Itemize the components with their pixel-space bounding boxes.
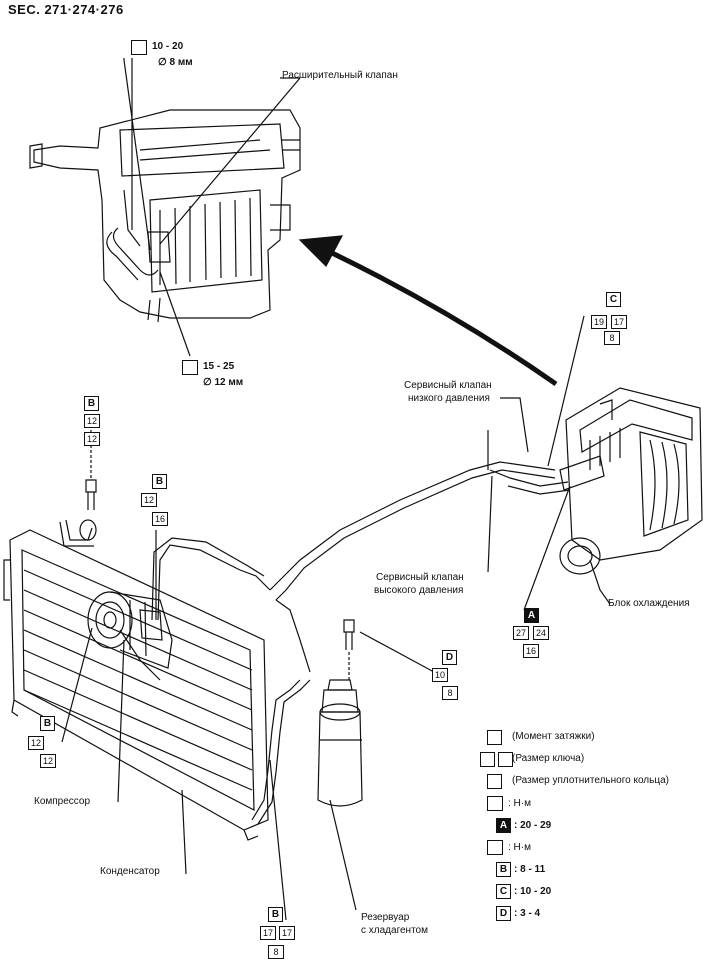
legend-wrench-box xyxy=(480,752,495,767)
bolt-receiver xyxy=(343,619,355,680)
condenser-drawing xyxy=(3,529,269,841)
leader-high-valve xyxy=(487,475,493,573)
callout-b-badge: B xyxy=(84,396,99,411)
callout-c-value: 17 xyxy=(611,315,627,329)
callout-b-badge: B xyxy=(268,907,283,922)
callout-b-value: 8 xyxy=(268,945,284,959)
legend-a-value: : 20 - 29 xyxy=(514,820,552,831)
callout-b-value: 16 xyxy=(152,512,168,526)
callout-d-value: 10 xyxy=(432,668,448,682)
legend-wrench-text: (Размер ключа) xyxy=(512,753,585,764)
compressor-label: Компрессор xyxy=(34,796,91,807)
leader-d xyxy=(359,631,435,673)
callout-a-value: 16 xyxy=(523,644,539,658)
legend-nm: : Н·м xyxy=(508,798,531,809)
receiver-label: с хладагентом xyxy=(361,925,428,936)
condenser-label: Конденсатор xyxy=(100,866,160,877)
leader-c xyxy=(547,315,585,467)
leader-condenser xyxy=(181,789,187,875)
bolt-left xyxy=(85,420,97,510)
legend-nm: : Н·м xyxy=(508,842,531,853)
leader-b3 xyxy=(61,627,93,743)
callout-b-value: 12 xyxy=(40,754,56,768)
torque-wrench-icon xyxy=(182,360,198,375)
refrigerant-lines xyxy=(59,461,571,825)
callout-d-value: 8 xyxy=(442,686,458,700)
callout-c-badge: C xyxy=(606,292,621,307)
low-pressure-valve-label: низкого давления xyxy=(408,393,490,404)
legend-c-badge: C xyxy=(496,884,511,899)
legend-torque-text: (Момент затяжки) xyxy=(512,731,595,742)
section-number: SEC. 271·274·276 xyxy=(8,2,124,17)
legend-a-badge: A xyxy=(496,818,511,833)
torque-value-1: 10 - 20 xyxy=(152,41,184,52)
receiver-drier-drawing xyxy=(317,679,363,807)
legend-wrench-box xyxy=(498,752,513,767)
callout-b-value: 17 xyxy=(279,926,295,940)
callout-b-badge: B xyxy=(40,716,55,731)
callout-b-badge: B xyxy=(152,474,167,489)
leader-b4 xyxy=(269,759,287,921)
legend-d-badge: D xyxy=(496,906,511,921)
callout-a-value: 24 xyxy=(533,626,549,640)
oring-size-2: ∅ 12 мм xyxy=(203,377,244,388)
callout-c-value: 19 xyxy=(591,315,607,329)
low-pressure-valve-label: Сервисный клапан xyxy=(404,380,492,391)
expansion-valve-label: Расширительный клапан xyxy=(282,70,398,81)
legend-b-badge: B xyxy=(496,862,511,877)
callout-b-value: 12 xyxy=(84,414,100,428)
callout-d-badge: D xyxy=(442,650,457,665)
callout-a-badge: A xyxy=(524,608,539,623)
legend-oring-text: (Размер уплотнительного кольца) xyxy=(512,775,669,786)
torque-wrench-icon xyxy=(487,840,503,855)
callout-b-value: 12 xyxy=(84,432,100,446)
callout-a-value: 27 xyxy=(513,626,529,640)
callout-b-value: 12 xyxy=(141,493,157,507)
cooling-unit-label: Блок охлаждения xyxy=(608,598,690,609)
leader-a xyxy=(523,485,571,611)
torque-wrench-icon xyxy=(131,40,147,55)
legend-torque-box xyxy=(487,730,502,745)
legend-oring-box xyxy=(487,774,502,789)
oring-size-1: ∅ 8 мм xyxy=(158,57,193,68)
leader-torque2 xyxy=(159,271,191,357)
compressor-drawing xyxy=(87,591,173,681)
torque-wrench-icon xyxy=(487,796,503,811)
callout-b-value: 17 xyxy=(260,926,276,940)
callout-b-value: 12 xyxy=(28,736,44,750)
evaporator-housing-top xyxy=(29,109,301,323)
leader-valve xyxy=(159,77,301,245)
high-pressure-valve-label: высокого давления xyxy=(374,585,464,596)
direction-arrow xyxy=(298,235,558,387)
cooling-unit-drawing xyxy=(559,387,703,575)
callout-c-value: 8 xyxy=(604,331,620,345)
leader-receiver xyxy=(329,799,357,911)
legend-c-value: : 10 - 20 xyxy=(514,886,552,897)
leader-compressor xyxy=(117,639,125,803)
torque-value-2: 15 - 25 xyxy=(203,361,235,372)
high-pressure-valve-label: Сервисный клапан xyxy=(376,572,464,583)
legend-b-value: : 8 - 11 xyxy=(514,864,546,875)
receiver-label: Резервуар xyxy=(361,912,410,923)
legend-d-value: : 3 - 4 xyxy=(514,908,541,919)
